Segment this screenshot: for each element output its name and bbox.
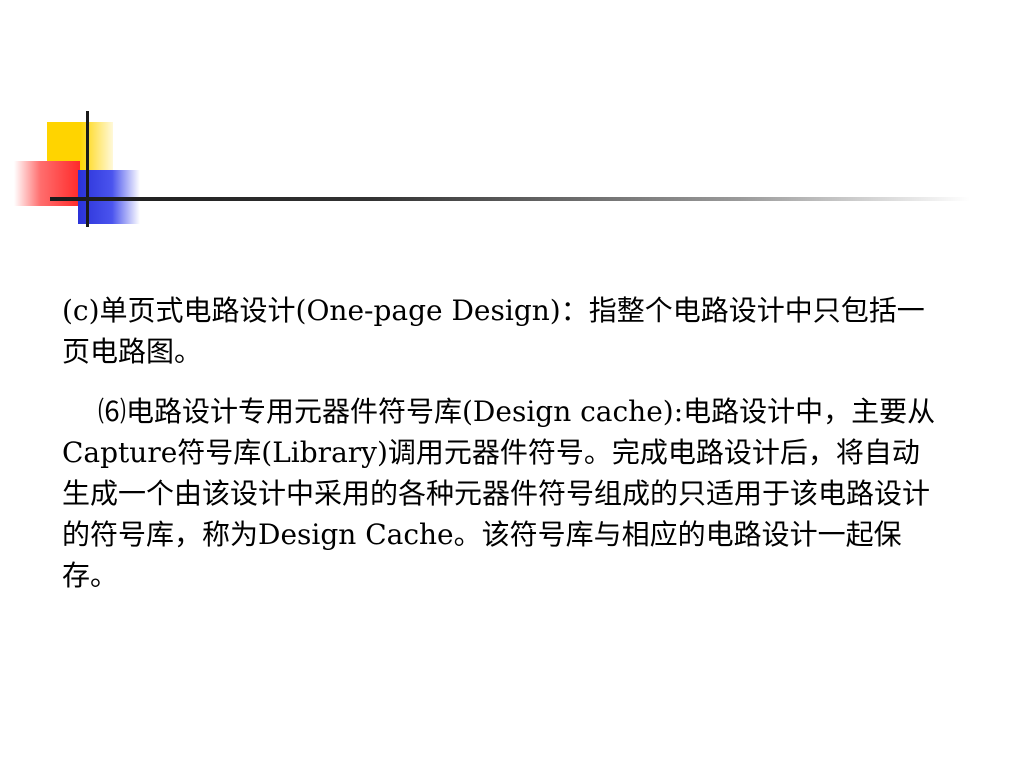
slide-body: (c)单页式电路设计(One-page Design)：指整个电路设计中只包括一… <box>62 290 942 596</box>
decorative-vertical-line <box>86 111 89 227</box>
paragraph-one-page-design: (c)单页式电路设计(One-page Design)：指整个电路设计中只包括一… <box>62 294 925 368</box>
decorative-horizontal-rule <box>50 197 970 201</box>
paragraph-design-cache: ⑹电路设计专用元器件符号库(Design cache):电路设计中，主要从Cap… <box>62 395 936 592</box>
